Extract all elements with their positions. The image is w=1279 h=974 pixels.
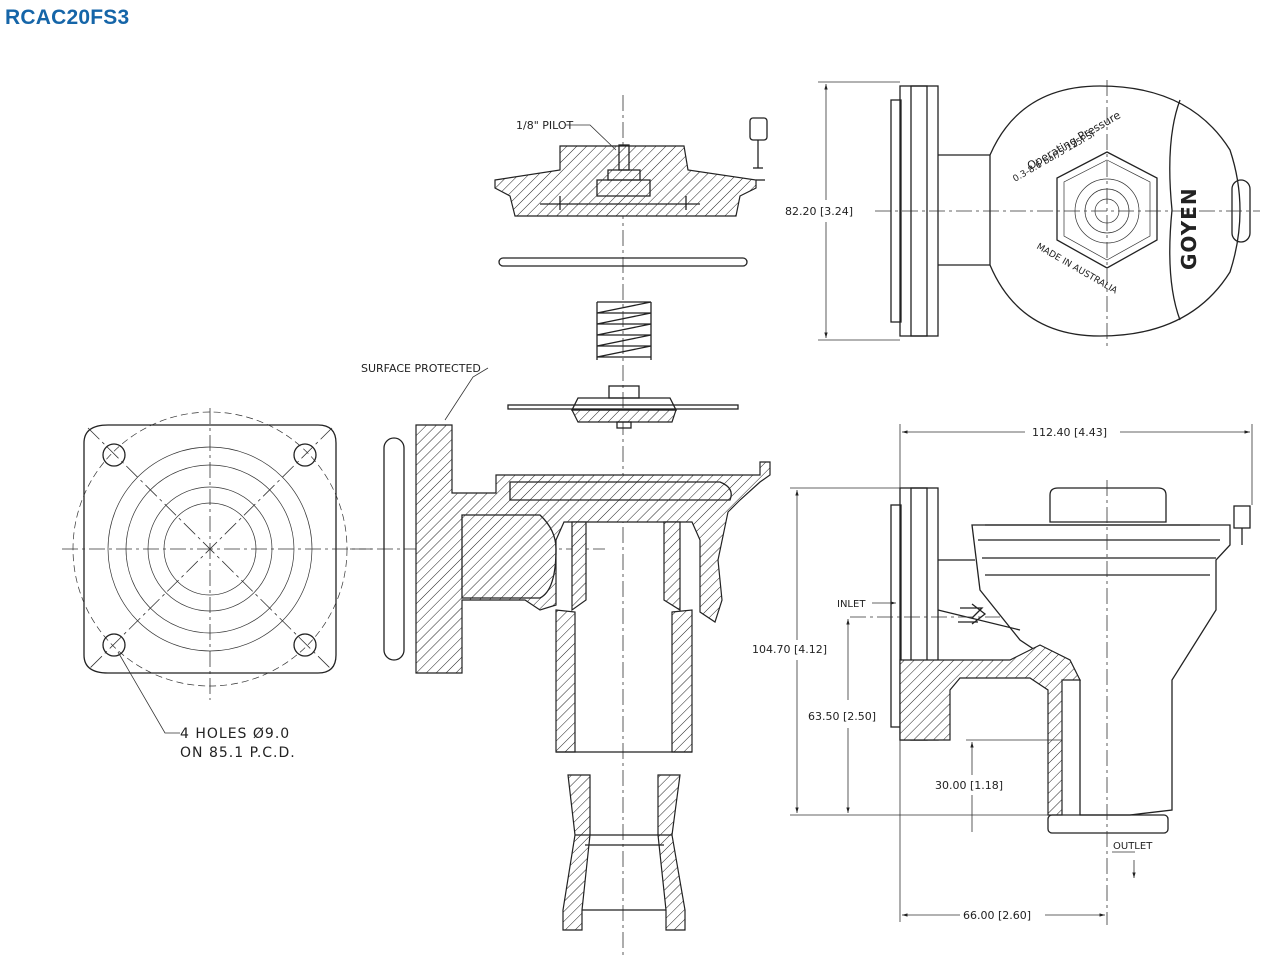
dim-height-top: 82.20 [3.24] <box>785 205 853 218</box>
nameplate-brand: GOYEN <box>1177 187 1201 270</box>
flange-top-view <box>62 408 372 734</box>
holes-label-line1: 4 HOLES Ø9.0 <box>180 726 290 742</box>
end-view <box>818 80 1260 350</box>
page-title: RCAC20FS3 <box>5 6 130 29</box>
inlet-label: INLET <box>837 599 866 610</box>
dim-width: 112.40 [4.43] <box>1032 426 1107 439</box>
nameplate-range: 0.3-8.6 bar/5-125PSI <box>1012 130 1097 185</box>
pilot-label: 1/8" PILOT <box>516 119 574 132</box>
holes-label-line2: ON 85.1 P.C.D. <box>180 745 296 761</box>
dim-inlet-height: 63.50 [2.50] <box>808 710 876 723</box>
outlet-label: OUTLET <box>1113 841 1153 852</box>
dim-height: 104.70 [4.12] <box>752 643 827 656</box>
surface-protected-label: SURFACE PROTECTED <box>361 362 481 375</box>
side-elevation <box>790 424 1253 925</box>
dim-outlet-offset: 66.00 [2.60] <box>963 909 1031 922</box>
exploded-section-view <box>350 95 771 955</box>
dim-outlet-height: 30.00 [1.18] <box>935 779 1003 792</box>
